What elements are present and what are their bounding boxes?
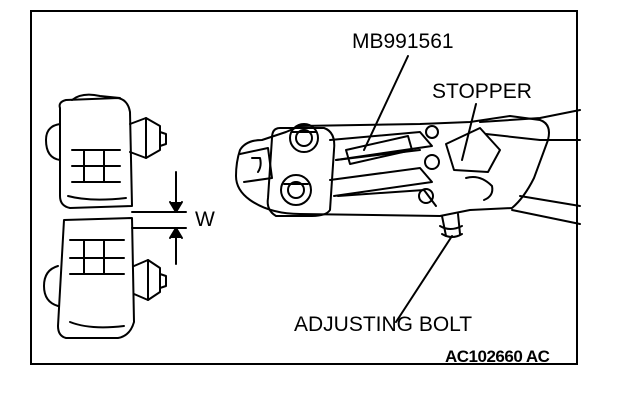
figure-frame: [30, 10, 578, 365]
gap-dimension: [131, 171, 187, 265]
gap-label: W: [195, 208, 215, 231]
figure-code-label: AC102660 AC: [445, 347, 550, 366]
part-number-label: MB991561: [352, 30, 454, 53]
jaw-detail-lower: [43, 217, 167, 339]
jaw-detail-upper: [45, 93, 167, 209]
cutter-head: [235, 109, 581, 238]
leader-lines: [363, 55, 477, 323]
stopper-label: STOPPER: [432, 80, 532, 103]
adjusting-bolt-label: ADJUSTING BOLT: [294, 313, 473, 336]
